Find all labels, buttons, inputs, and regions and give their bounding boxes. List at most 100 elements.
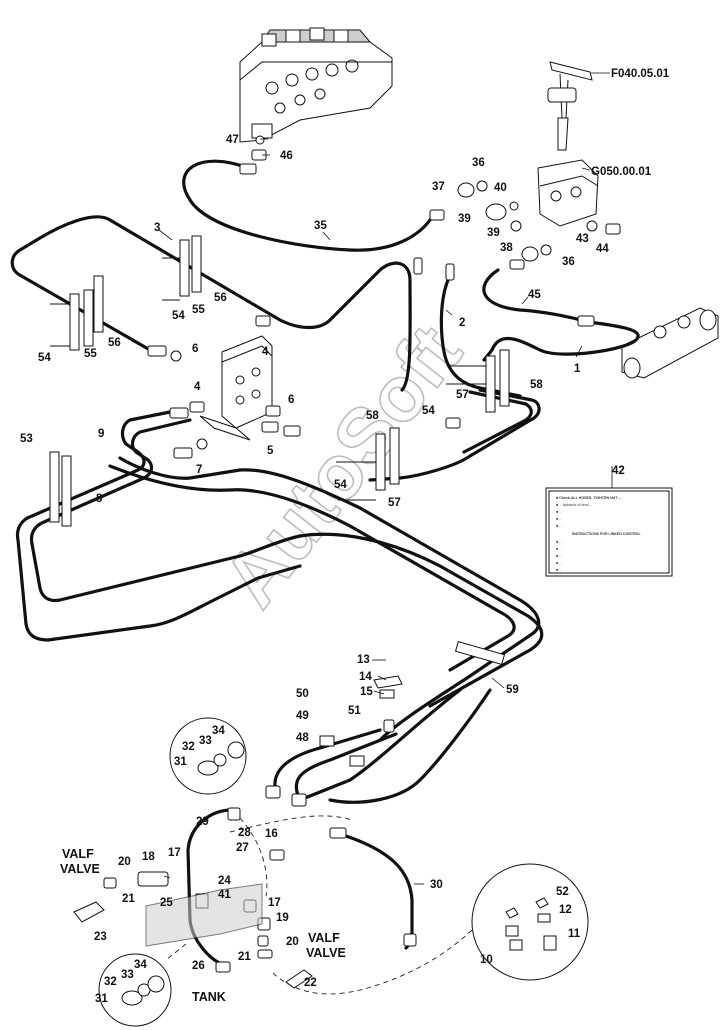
callout-26: 26 — [192, 960, 205, 972]
label-valf-right: VALF — [308, 931, 340, 945]
callout-56a: 56 — [214, 292, 227, 304]
callout-53: 53 — [20, 433, 33, 445]
callout-58b: 58 — [366, 410, 379, 422]
callout-4b: 4 — [194, 381, 201, 393]
callout-32b: 32 — [104, 976, 117, 988]
callout-43: 43 — [576, 233, 589, 245]
decal-line-2: ■ ... hydraulic oil level ... — [556, 503, 592, 507]
callout-1: 1 — [574, 363, 581, 375]
label-valve-right: VALVE — [306, 946, 346, 960]
callout-18: 18 — [142, 851, 155, 863]
callout-55b: 55 — [84, 348, 97, 360]
callout-55a: 55 — [192, 304, 205, 316]
callout-35: 35 — [314, 220, 327, 232]
callout-22: 22 — [304, 977, 317, 989]
callout-21a: 21 — [122, 893, 135, 905]
callout-38: 38 — [500, 242, 513, 254]
callout-19: 19 — [276, 912, 289, 924]
callout-17a: 17 — [168, 847, 181, 859]
callout-15: 15 — [360, 686, 373, 698]
callout-23: 23 — [94, 931, 107, 943]
callout-10: 10 — [480, 954, 493, 966]
callout-39a: 39 — [458, 213, 471, 225]
callout-27: 27 — [236, 842, 249, 854]
callout-56b: 56 — [108, 337, 121, 349]
decal-line-3: ■ ... — [556, 510, 562, 514]
callout-32a: 32 — [182, 741, 195, 753]
decal-line-10: ■ ... — [556, 561, 562, 565]
callout-30: 30 — [430, 879, 443, 891]
callout-57a: 57 — [456, 389, 469, 401]
hose-lines — [10, 159, 640, 966]
callout-33b: 33 — [121, 969, 134, 981]
callout-2: 2 — [459, 317, 465, 329]
callout-3: 3 — [154, 222, 160, 234]
decal-line-11: ■ ... — [556, 568, 562, 572]
callout-57b: 57 — [388, 497, 401, 509]
callout-20b: 20 — [286, 936, 299, 948]
callout-14: 14 — [359, 671, 372, 683]
callout-45: 45 — [528, 289, 541, 301]
callout-47: 47 — [226, 134, 239, 146]
callout-40: 40 — [494, 182, 507, 194]
callout-31a: 31 — [174, 756, 187, 768]
callout-46: 46 — [280, 150, 293, 162]
callout-34a: 34 — [212, 725, 225, 737]
warning-decal: ■ Check ALL HOSES. TIGHTEN NUT ... ■ ...… — [545, 487, 673, 577]
callout-29: 29 — [196, 816, 209, 828]
callout-9: 9 — [98, 428, 104, 440]
callout-54d: 54 — [334, 479, 347, 491]
callout-25: 25 — [160, 897, 173, 909]
callout-48: 48 — [296, 732, 309, 744]
callout-49: 49 — [296, 710, 309, 722]
label-valf-left: VALF — [62, 847, 94, 861]
callout-41: 41 — [218, 889, 231, 901]
right-manifold — [621, 307, 719, 379]
center-bracket — [199, 335, 273, 441]
callout-33a: 33 — [199, 735, 212, 747]
decal-line-7: ■ ... — [556, 540, 562, 544]
callout-54c: 54 — [422, 405, 435, 417]
callout-44: 44 — [596, 243, 609, 255]
callout-36b: 36 — [562, 256, 575, 268]
callout-51: 51 — [348, 705, 361, 717]
callout-11: 11 — [568, 928, 581, 940]
callout-50: 50 — [296, 688, 309, 700]
callout-13: 13 — [357, 654, 370, 666]
callout-6b: 6 — [288, 394, 294, 406]
callout-4a: 4 — [262, 346, 269, 358]
callout-24: 24 — [218, 875, 231, 887]
callout-36a: 36 — [472, 157, 485, 169]
decal-line-9: ■ ... — [556, 554, 562, 558]
callout-12: 12 — [559, 904, 572, 916]
callout-6a: 6 — [192, 343, 198, 355]
callout-54a: 54 — [172, 310, 185, 322]
callout-21b: 21 — [238, 951, 251, 963]
callout-52: 52 — [556, 886, 569, 898]
callout-34b: 34 — [134, 959, 147, 971]
callout-5: 5 — [267, 445, 274, 457]
callout-7: 7 — [196, 464, 202, 476]
callout-31b: 31 — [95, 993, 108, 1005]
callout-54b: 54 — [38, 352, 51, 364]
callout-59: 59 — [506, 684, 519, 696]
decal-line-1: ■ Check ALL HOSES. TIGHTEN NUT ... — [556, 496, 621, 500]
callout-17b: 17 — [268, 897, 281, 909]
callout-37: 37 — [432, 181, 445, 193]
callout-numbers: 1 2 3 4 4 5 6 6 7 8 9 10 11 12 13 14 15 … — [20, 134, 625, 1005]
callout-42: 42 — [612, 465, 625, 477]
detail-circles — [98, 717, 589, 1027]
decal-line-6: INSTRUCTIONS FOR LINKED CONTROL — [572, 532, 641, 536]
callout-58a: 58 — [530, 379, 543, 391]
clamp-blocks — [49, 235, 510, 527]
leader-lines — [158, 72, 613, 885]
control-valve-block — [239, 27, 393, 143]
decal-line-5: ■ ... — [556, 524, 562, 528]
label-tank: TANK — [192, 990, 226, 1004]
ref-f040: F040.05.01 — [611, 68, 670, 80]
fittings — [73, 135, 621, 989]
reference-labels: F040.05.01 G050.00.01 VALF VALVE VALF VA… — [60, 68, 670, 1004]
joystick-linkage — [537, 61, 599, 227]
callout-28: 28 — [238, 827, 251, 839]
